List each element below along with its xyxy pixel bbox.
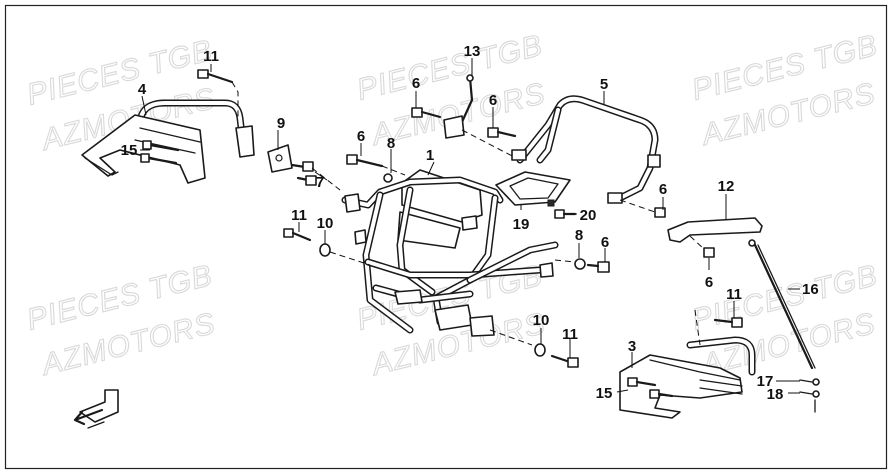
callout-3: 3 <box>628 338 636 355</box>
bolts-15-right <box>627 377 674 399</box>
callout-13: 13 <box>464 43 481 60</box>
callout-6-b: 6 <box>489 92 497 109</box>
part-rod-16 <box>748 239 816 370</box>
front-arrow-icon <box>73 389 119 429</box>
callout-6-e: 6 <box>601 234 609 251</box>
watermark-layer: PIECES TGB AZMOTORS PIECES TGB AZMOTORS … <box>23 28 881 383</box>
bolt-11-top-left <box>197 69 239 118</box>
callout-6-d: 6 <box>659 181 667 198</box>
callout-10-a: 10 <box>317 215 334 232</box>
callout-15-b: 15 <box>596 385 613 402</box>
callout-11-a: 11 <box>203 48 219 65</box>
callout-1: 1 <box>426 147 434 164</box>
callout-16: 16 <box>802 281 819 298</box>
callout-6-c: 6 <box>357 128 365 145</box>
bolts-15-left <box>140 140 180 165</box>
callout-4: 4 <box>138 81 147 98</box>
callout-7: 7 <box>316 174 324 191</box>
callout-labels: 1 3 4 5 6 6 6 6 6 6 7 8 8 9 10 10 11 11 … <box>121 43 819 403</box>
callout-11-b: 11 <box>291 207 307 224</box>
part-bracket-12 <box>667 217 763 258</box>
bolt-6-upper-right <box>461 127 521 161</box>
bolt-6-right <box>619 199 666 218</box>
callout-8-b: 8 <box>575 227 583 244</box>
callout-18: 18 <box>767 386 784 403</box>
callout-20: 20 <box>580 207 597 224</box>
callout-5: 5 <box>600 76 608 93</box>
part-bracket-3 <box>619 309 756 419</box>
bolt-6-upper-left <box>411 107 442 119</box>
callout-9: 9 <box>277 115 285 132</box>
bolt-11-right <box>713 317 743 328</box>
callout-15-a: 15 <box>121 142 138 159</box>
callout-17: 17 <box>757 373 774 390</box>
fastener-8-6-right <box>554 258 610 273</box>
part-bracket-13 <box>443 74 474 139</box>
callout-6-f: 6 <box>705 274 713 291</box>
part-main-frame-1 <box>341 169 559 337</box>
part-bracket-9 <box>267 144 293 173</box>
callout-6-a: 6 <box>412 75 420 92</box>
callout-11-d: 11 <box>726 286 742 303</box>
callout-12: 12 <box>718 178 735 195</box>
part-rear-loop-5 <box>511 95 661 204</box>
bolt-6-frame-top <box>346 154 406 183</box>
callout-11-c: 11 <box>562 326 578 343</box>
callout-10-b: 10 <box>533 312 550 329</box>
callout-19: 19 <box>513 216 530 233</box>
fasteners-17-18 <box>799 378 820 413</box>
part-plate-19 <box>495 171 571 207</box>
callout-leaders <box>140 58 800 394</box>
bolts-7 <box>290 161 341 191</box>
fastener-10-11-lower <box>489 329 579 368</box>
callout-8-a: 8 <box>387 135 395 152</box>
